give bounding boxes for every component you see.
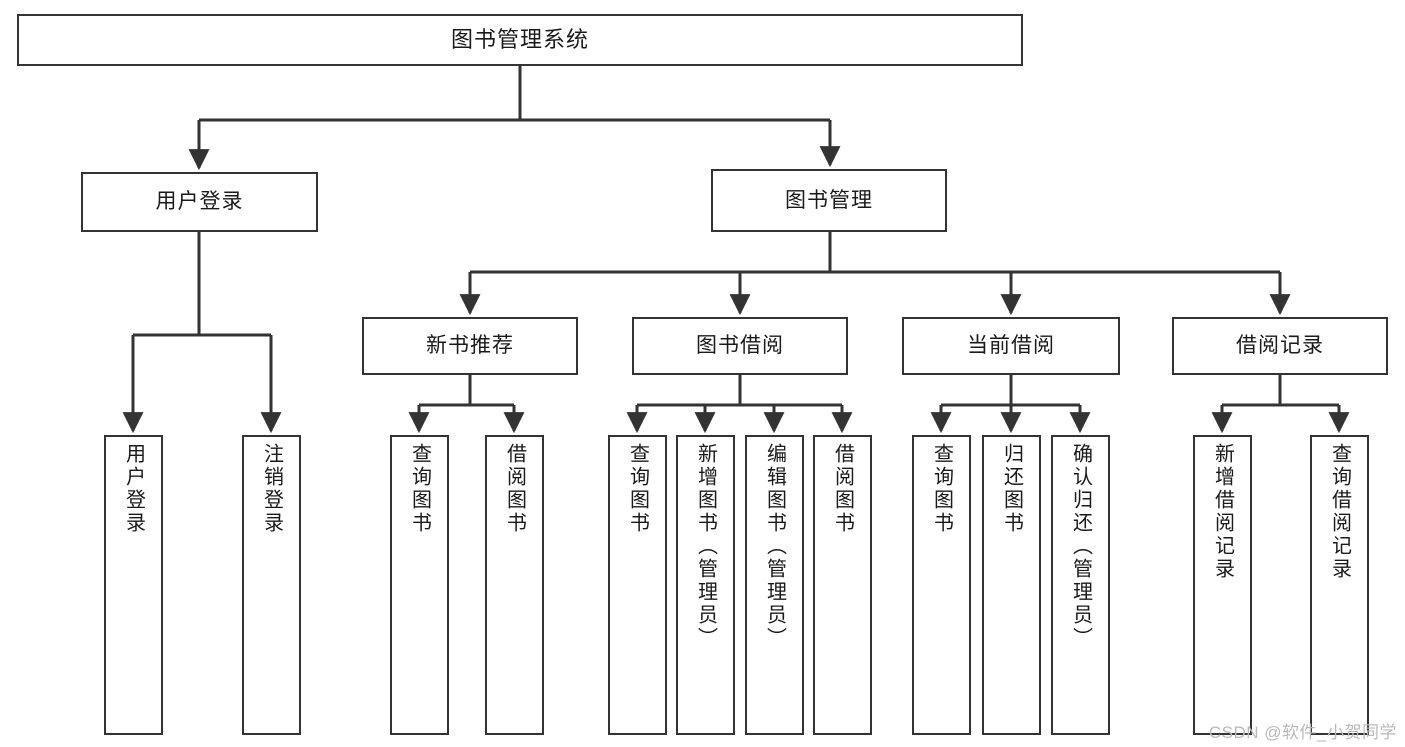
leaf-user-login-signout[interactable]: 注销登录 bbox=[242, 435, 301, 735]
node-label: 注销登录 bbox=[260, 443, 283, 535]
node-label: 查询借阅记录 bbox=[1328, 443, 1351, 581]
node-label: 查询图书 bbox=[408, 443, 431, 535]
node-user-login[interactable]: 用户登录 bbox=[81, 172, 318, 232]
node-label: 借阅记录 bbox=[1236, 334, 1324, 358]
leaf-record-add[interactable]: 新增借阅记录 bbox=[1193, 435, 1252, 735]
leaf-new-book-query[interactable]: 查询图书 bbox=[390, 435, 449, 735]
node-new-book-recommend[interactable]: 新书推荐 bbox=[362, 317, 578, 375]
node-label: 图书借阅 bbox=[696, 334, 784, 358]
node-label: 用户登录 bbox=[155, 190, 244, 214]
leaf-borrow-query-book[interactable]: 查询图书 bbox=[608, 435, 667, 735]
node-label: 归还图书 bbox=[1000, 443, 1023, 535]
node-label: 新增图书（管理员） bbox=[694, 443, 717, 650]
node-label: 查询图书 bbox=[930, 443, 953, 535]
node-label: 当前借阅 bbox=[967, 334, 1055, 358]
node-book-borrow[interactable]: 图书借阅 bbox=[632, 317, 848, 375]
node-label: 查询图书 bbox=[626, 443, 649, 535]
node-label: 确认归还（管理员） bbox=[1069, 443, 1092, 650]
leaf-borrow-add-book-admin[interactable]: 新增图书（管理员） bbox=[676, 435, 735, 735]
node-label: 编辑图书（管理员） bbox=[763, 443, 786, 650]
node-label: 新书推荐 bbox=[426, 334, 514, 358]
node-borrow-record[interactable]: 借阅记录 bbox=[1172, 317, 1388, 375]
leaf-borrow-edit-book-admin[interactable]: 编辑图书（管理员） bbox=[745, 435, 804, 735]
leaf-current-return-book[interactable]: 归还图书 bbox=[982, 435, 1041, 735]
node-current-borrow[interactable]: 当前借阅 bbox=[902, 317, 1120, 375]
node-label: 借阅图书 bbox=[503, 443, 526, 535]
leaf-current-query-book[interactable]: 查询图书 bbox=[912, 435, 971, 735]
node-book-management[interactable]: 图书管理 bbox=[711, 169, 947, 232]
node-root-system[interactable]: 图书管理系统 bbox=[17, 14, 1023, 66]
node-label: 新增借阅记录 bbox=[1211, 443, 1234, 581]
leaf-current-confirm-return-admin[interactable]: 确认归还（管理员） bbox=[1051, 435, 1110, 735]
leaf-record-query[interactable]: 查询借阅记录 bbox=[1310, 435, 1369, 735]
leaf-borrow-borrow-book[interactable]: 借阅图书 bbox=[813, 435, 872, 735]
node-label: 借阅图书 bbox=[831, 443, 854, 535]
leaf-user-login-signin[interactable]: 用户登录 bbox=[104, 435, 163, 735]
node-label: 图书管理系统 bbox=[450, 26, 589, 52]
leaf-new-book-borrow[interactable]: 借阅图书 bbox=[485, 435, 544, 735]
node-label: 图书管理 bbox=[785, 188, 873, 212]
csdn-watermark: CSDN @软件_小贺同学 bbox=[1208, 723, 1397, 742]
node-label: 用户登录 bbox=[122, 443, 145, 535]
